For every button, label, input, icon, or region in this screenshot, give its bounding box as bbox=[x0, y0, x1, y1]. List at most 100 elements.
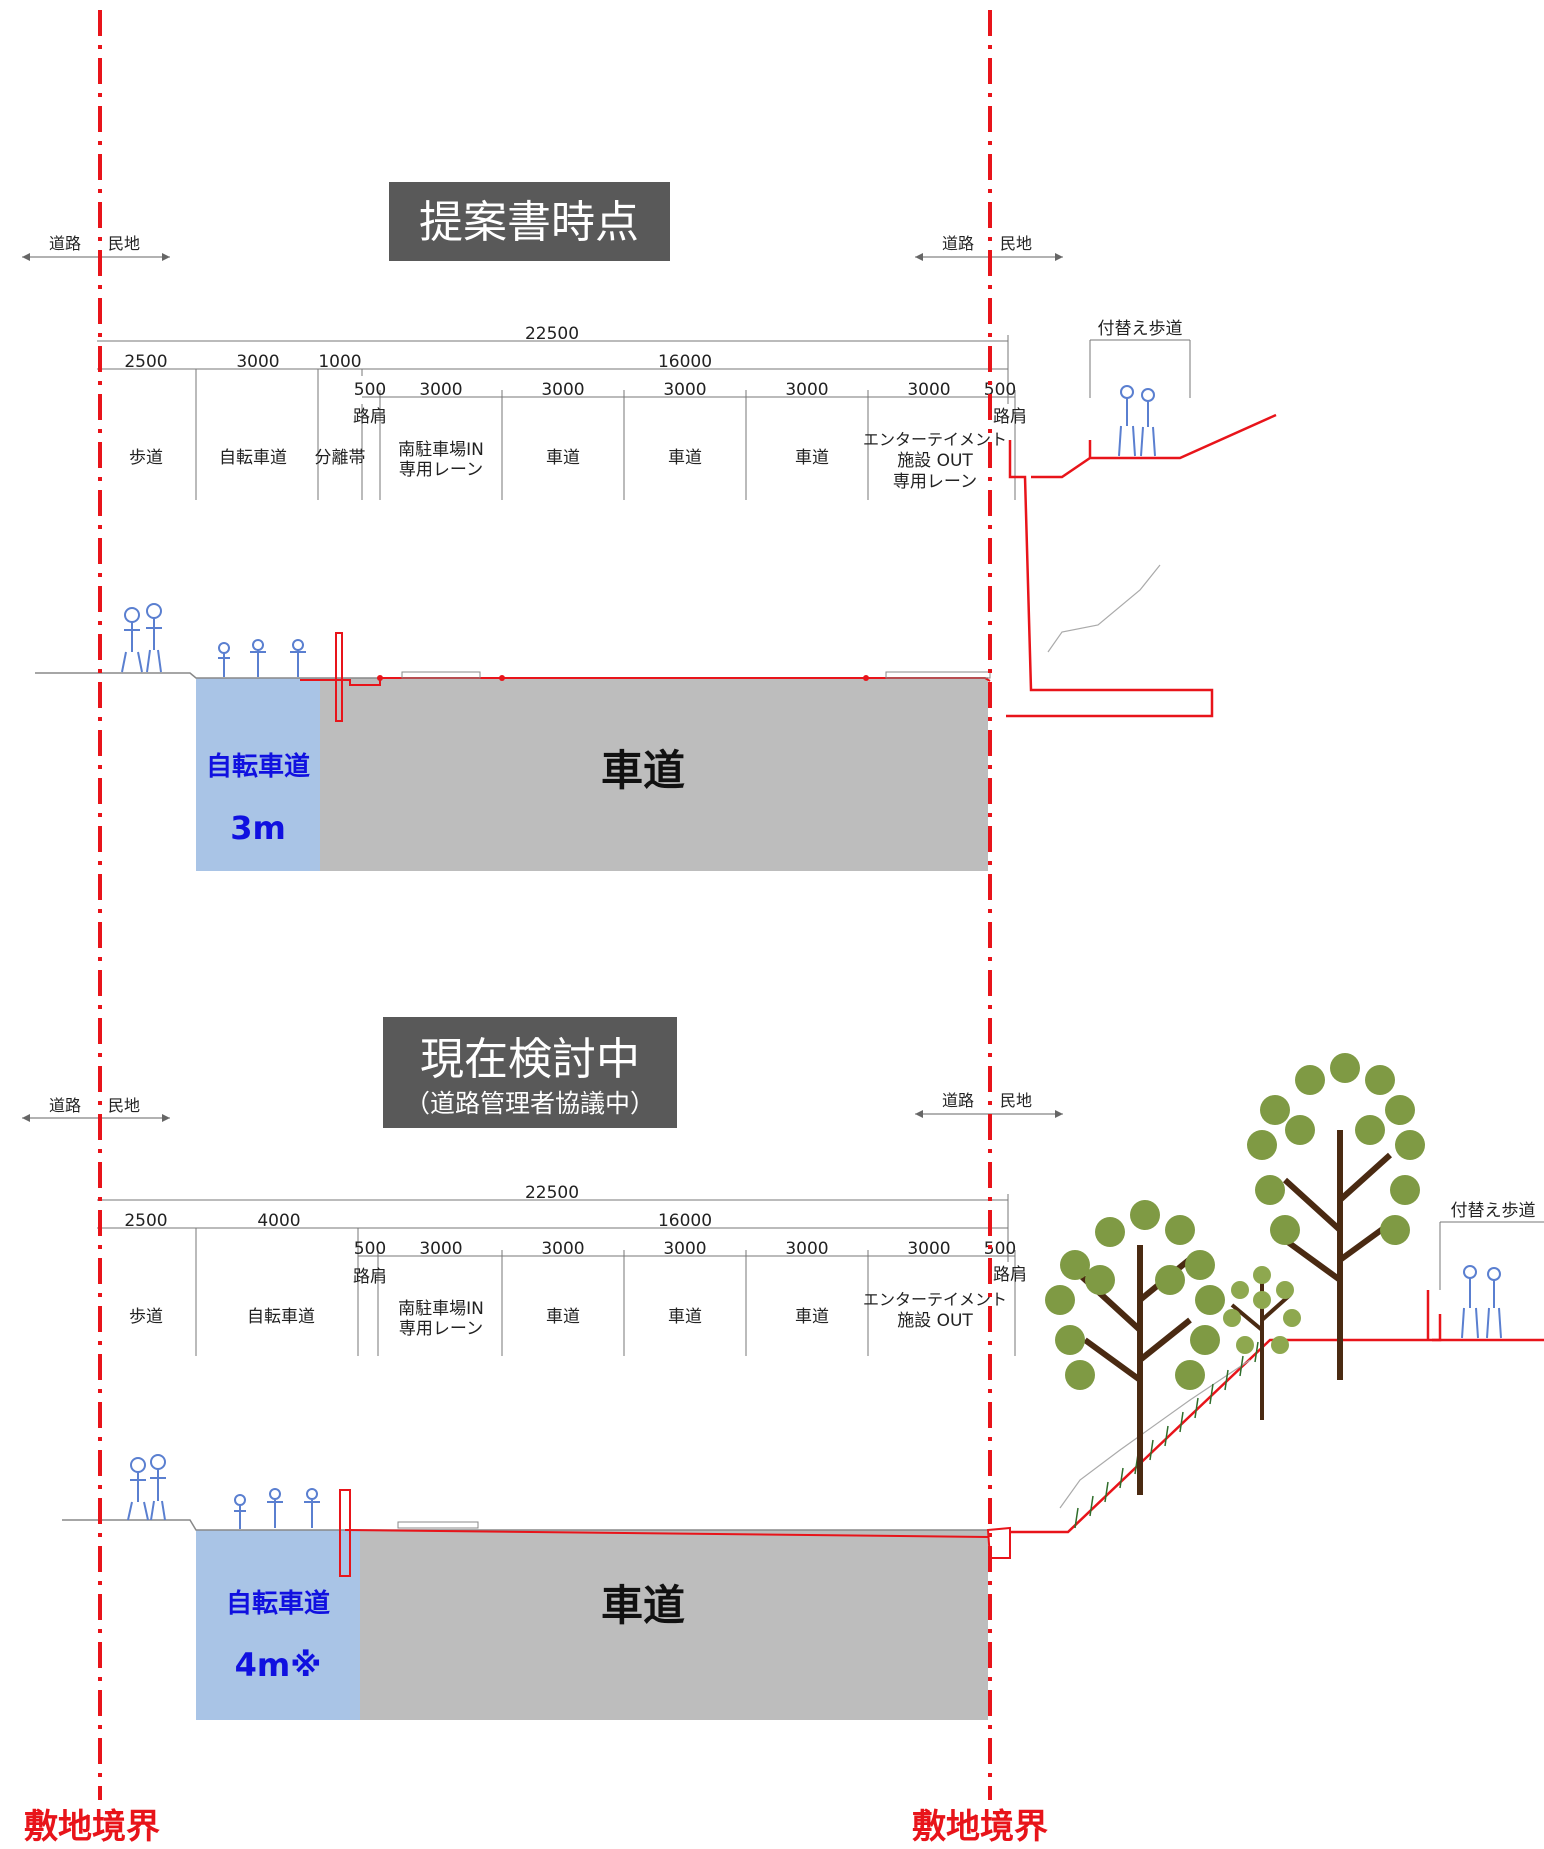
svg-text:500: 500 bbox=[354, 1239, 386, 1259]
svg-text:民地: 民地 bbox=[1000, 1091, 1032, 1110]
tree-icon bbox=[1045, 1200, 1225, 1495]
bike-lane-label: 自転車道 bbox=[226, 1588, 330, 1619]
svg-text:路肩: 路肩 bbox=[993, 407, 1027, 427]
svg-text:3000: 3000 bbox=[541, 1239, 584, 1259]
lane-labels: 歩道 自転車道 南駐車場IN 専用レーン 車道 車道 車道 エンターテイメント … bbox=[129, 1290, 1007, 1339]
roadway-area bbox=[360, 1530, 988, 1720]
svg-text:3000: 3000 bbox=[663, 1239, 706, 1259]
grass-embankment bbox=[1074, 1341, 1259, 1529]
svg-text:500: 500 bbox=[354, 380, 386, 400]
svg-text:路肩: 路肩 bbox=[353, 407, 387, 427]
relocated-walkway-label: 付替え歩道 bbox=[1451, 1201, 1536, 1221]
svg-text:22500: 22500 bbox=[525, 1183, 579, 1203]
ground-profile bbox=[35, 632, 991, 722]
svg-text:路肩: 路肩 bbox=[353, 1267, 387, 1287]
svg-text:南駐車場IN: 南駐車場IN bbox=[398, 1299, 484, 1319]
svg-text:3000: 3000 bbox=[236, 352, 279, 372]
svg-text:専用レーン: 専用レーン bbox=[399, 460, 483, 480]
svg-text:道路: 道路 bbox=[49, 1096, 81, 1115]
svg-text:自転車道: 自転車道 bbox=[219, 448, 287, 468]
road-private-marker-right: 道路 民地 bbox=[915, 234, 1063, 261]
svg-text:歩道: 歩道 bbox=[129, 448, 163, 468]
relocated-walkway-label: 付替え歩道 bbox=[1098, 319, 1183, 339]
dimension-lines bbox=[97, 335, 1016, 500]
section-subtitle: （道路管理者協議中） bbox=[405, 1089, 655, 1118]
svg-text:車道: 車道 bbox=[668, 1307, 702, 1327]
svg-text:専用レーン: 専用レーン bbox=[893, 472, 977, 492]
svg-text:車道: 車道 bbox=[795, 1307, 829, 1327]
svg-text:500: 500 bbox=[984, 1239, 1016, 1259]
pedestrians-icon bbox=[127, 1454, 166, 1521]
walkway-pedestrians-icon bbox=[1118, 385, 1156, 457]
road-private-marker-left: 道路 民地 bbox=[22, 234, 170, 261]
lane-labels: 歩道 自転車道 分離帯 南駐車場IN 専用レーン 車道 車道 車道 エンターテイ… bbox=[129, 430, 1007, 492]
svg-text:民地: 民地 bbox=[1000, 234, 1032, 253]
dimension-values: 22500 2500 4000 16000 500 3000 3000 3000… bbox=[124, 1183, 1027, 1287]
svg-text:道路: 道路 bbox=[942, 234, 974, 253]
relocated-walkway bbox=[1006, 413, 1277, 718]
svg-text:民地: 民地 bbox=[108, 1096, 140, 1115]
bike-lane-width: 3m bbox=[230, 809, 286, 847]
svg-text:1000: 1000 bbox=[318, 352, 361, 372]
svg-text:路肩: 路肩 bbox=[993, 1265, 1027, 1285]
roadway-label: 車道 bbox=[601, 746, 685, 795]
section-title-box bbox=[389, 182, 670, 261]
svg-text:南駐車場IN: 南駐車場IN bbox=[398, 440, 484, 460]
road-private-marker-left: 道路 民地 bbox=[22, 1096, 170, 1122]
section-proposal: 提案書時点 道路 民地 道路 民地 bbox=[22, 182, 1277, 871]
svg-text:エンターテイメント: エンターテイメント bbox=[863, 1290, 1007, 1309]
svg-text:3000: 3000 bbox=[419, 380, 462, 400]
bike-lane-area bbox=[196, 1530, 360, 1720]
svg-text:エンターテイメント: エンターテイメント bbox=[863, 430, 1007, 449]
tree-icon bbox=[1247, 1053, 1425, 1380]
svg-text:車道: 車道 bbox=[546, 448, 580, 468]
ground-profile bbox=[62, 1290, 1544, 1577]
svg-text:専用レーン: 専用レーン bbox=[399, 1319, 483, 1339]
svg-text:民地: 民地 bbox=[108, 234, 140, 253]
svg-text:2500: 2500 bbox=[124, 1211, 167, 1231]
svg-text:自転車道: 自転車道 bbox=[247, 1307, 315, 1327]
svg-text:分離帯: 分離帯 bbox=[315, 448, 366, 468]
walkway-dimension bbox=[1089, 339, 1191, 398]
section-title: 提案書時点 bbox=[419, 197, 639, 248]
svg-text:3000: 3000 bbox=[785, 380, 828, 400]
small-tree-icon bbox=[1223, 1266, 1301, 1420]
walkway-pedestrians-icon bbox=[1461, 1265, 1502, 1339]
section-title: 現在検討中 bbox=[420, 1034, 640, 1085]
roadway-area bbox=[320, 678, 988, 871]
dimension-values: 22500 2500 3000 1000 16000 500 3000 3000… bbox=[124, 324, 1027, 427]
site-boundary-label-left: 敷地境界 bbox=[24, 1807, 160, 1847]
pedestrians-icon bbox=[121, 603, 162, 673]
bike-lane-width: 4m※ bbox=[235, 1646, 322, 1684]
bike-lane-label: 自転車道 bbox=[206, 751, 310, 782]
svg-text:3000: 3000 bbox=[541, 380, 584, 400]
svg-text:3000: 3000 bbox=[785, 1239, 828, 1259]
svg-text:車道: 車道 bbox=[795, 448, 829, 468]
svg-text:16000: 16000 bbox=[658, 352, 712, 372]
bike-lane-area bbox=[196, 678, 320, 871]
roadway-label: 車道 bbox=[601, 1581, 685, 1630]
svg-text:4000: 4000 bbox=[257, 1211, 300, 1231]
svg-text:2500: 2500 bbox=[124, 352, 167, 372]
svg-text:歩道: 歩道 bbox=[129, 1307, 163, 1327]
section-current: 現在検討中 （道路管理者協議中） 道路 民地 道路 民地 bbox=[22, 1017, 1544, 1720]
svg-text:22500: 22500 bbox=[525, 324, 579, 344]
dimension-lines bbox=[97, 1194, 1016, 1356]
cyclists-icon bbox=[218, 639, 306, 677]
svg-text:施設 OUT: 施設 OUT bbox=[897, 451, 973, 471]
svg-text:道路: 道路 bbox=[49, 234, 81, 253]
slope-line bbox=[1059, 1359, 1251, 1509]
walkway-dimension bbox=[1439, 1221, 1544, 1290]
svg-text:3000: 3000 bbox=[907, 380, 950, 400]
slope-line bbox=[1047, 564, 1161, 653]
svg-text:施設 OUT: 施設 OUT bbox=[897, 1311, 973, 1331]
svg-text:3000: 3000 bbox=[907, 1239, 950, 1259]
svg-text:車道: 車道 bbox=[668, 448, 702, 468]
site-boundary-lines bbox=[98, 10, 992, 1800]
svg-text:3000: 3000 bbox=[419, 1239, 462, 1259]
svg-text:16000: 16000 bbox=[658, 1211, 712, 1231]
svg-text:3000: 3000 bbox=[663, 380, 706, 400]
cyclists-icon bbox=[234, 1488, 320, 1529]
section-title-box bbox=[383, 1017, 677, 1128]
